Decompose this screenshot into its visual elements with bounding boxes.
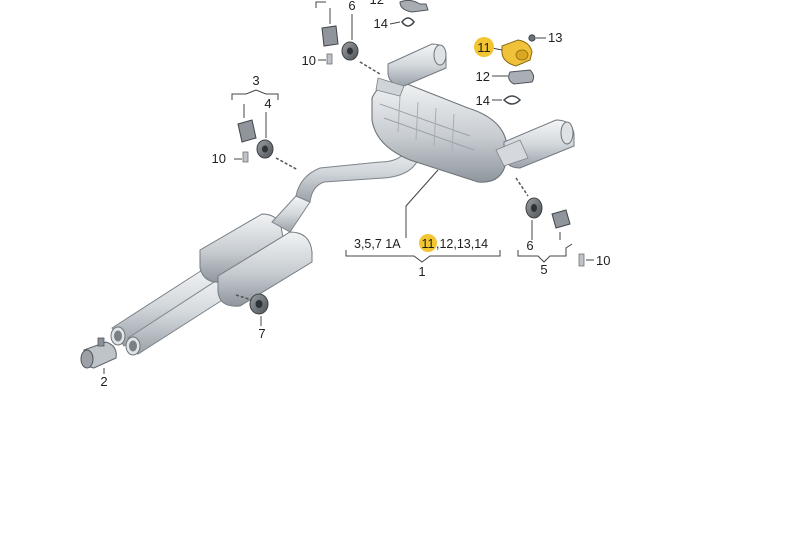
highlight-marker-11-list <box>419 234 437 252</box>
callout-12-top: 12 <box>370 0 384 7</box>
callout-1: 1 <box>418 264 425 279</box>
callout-4: 4 <box>264 96 271 111</box>
callout-14-top: 14 <box>374 16 388 31</box>
leader-lines <box>103 1 594 374</box>
exhaust-pipe-assembly <box>110 43 575 356</box>
callout-3: 3 <box>252 73 259 88</box>
hanger-part-11 <box>501 39 533 67</box>
callout-6-top: 6 <box>348 0 355 13</box>
hanger-parts-12-13-14 <box>502 34 536 105</box>
group-label-suffix: ,12,13,14 <box>436 237 488 251</box>
callout-13: 13 <box>548 30 562 45</box>
callout-7: 7 <box>258 326 265 341</box>
callout-14-right: 14 <box>476 93 490 108</box>
callout-2: 2 <box>100 374 107 389</box>
callout-10-right: 10 <box>596 253 610 268</box>
highlight-marker-11 <box>474 37 494 57</box>
callout-11: 11 <box>477 40 491 55</box>
bracket-group-5 <box>515 177 585 267</box>
bracket-group-top <box>321 0 429 75</box>
group-label-highlight: 11 <box>422 237 435 251</box>
callout-6-right: 6 <box>526 238 533 253</box>
bracket-group-3 <box>237 119 299 171</box>
callout-10-top: 10 <box>302 53 316 68</box>
group-label-prefix: 3,5,7 1A <box>354 237 401 251</box>
callout-labels: 3 4 10 6 10 14 12 11 13 12 14 3,5,7 1A 1… <box>100 0 610 389</box>
callout-5: 5 <box>540 262 547 277</box>
rubber-mount-part-7 <box>235 293 269 315</box>
callout-12-right: 12 <box>476 69 490 84</box>
callout-10-left: 10 <box>212 151 226 166</box>
clamp-part-2 <box>80 337 117 369</box>
